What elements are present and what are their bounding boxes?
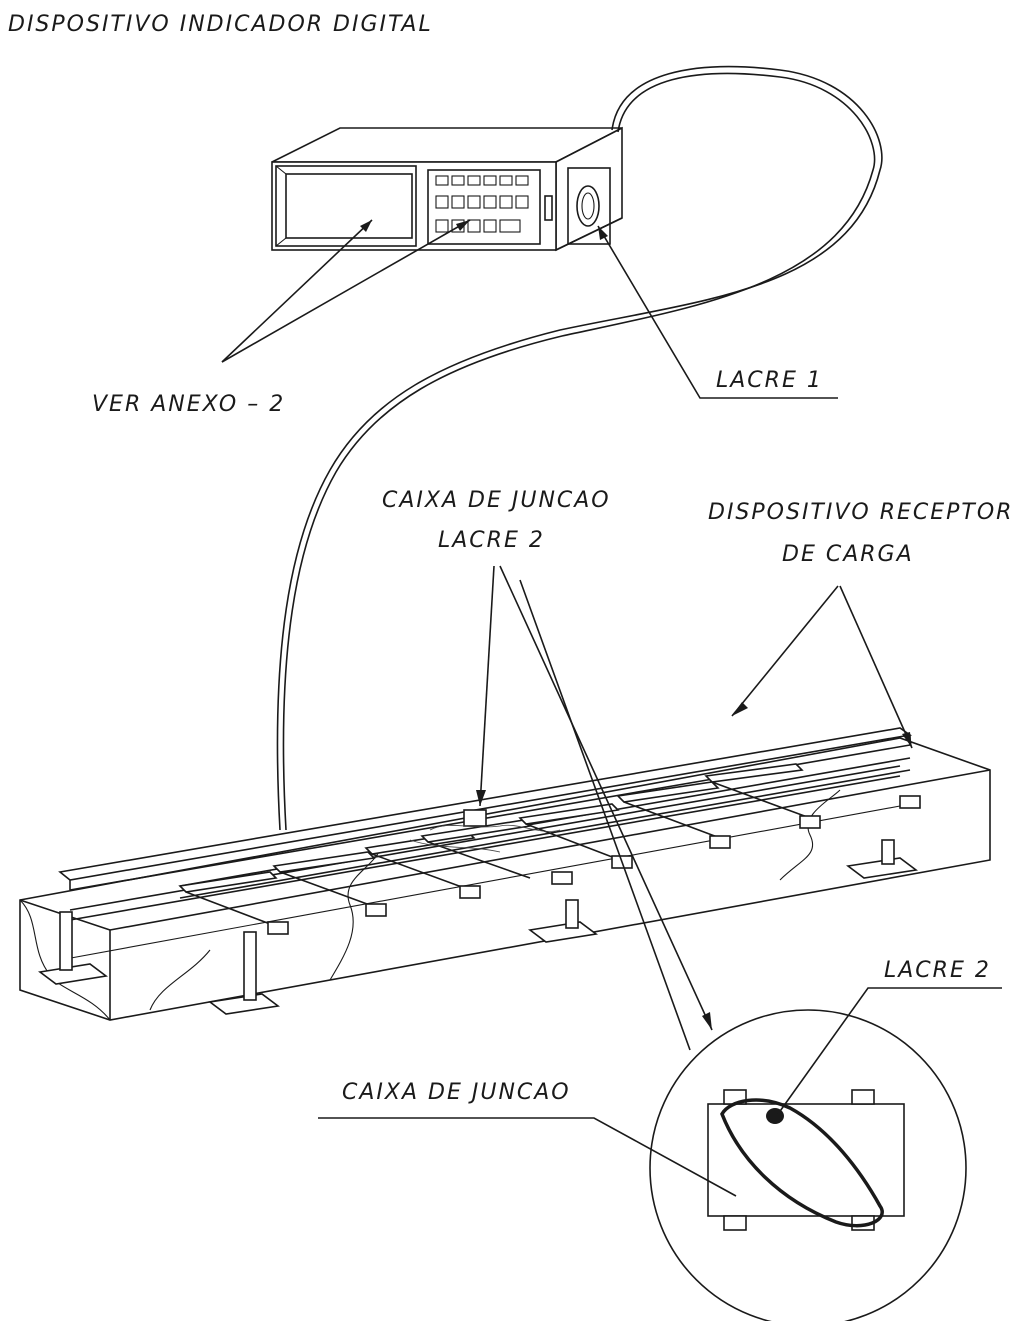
annex-leader-display bbox=[221, 219, 373, 363]
junction-box-detail-label: CAIXA DE JUNCAO bbox=[342, 1080, 571, 1105]
cable bbox=[276, 65, 883, 831]
seal-2-wire bbox=[720, 1098, 884, 1228]
load-cells bbox=[38, 839, 919, 1015]
receptor-leader-1 bbox=[731, 585, 839, 717]
seal-2-detail-label: LACRE 2 bbox=[884, 958, 991, 983]
display-screen bbox=[285, 173, 413, 239]
load-receptor-label-line1: DISPOSITIVO RECEPTOR bbox=[708, 500, 1014, 525]
junction-box-on-platform bbox=[463, 809, 487, 827]
receptor-leader-2 bbox=[839, 585, 913, 749]
seal-1-label: LACRE 1 bbox=[716, 368, 823, 393]
seal-1-connector bbox=[576, 185, 600, 227]
junction-detail-leader bbox=[318, 1117, 737, 1197]
junction-leader-detail-1 bbox=[499, 565, 713, 1031]
indicator-title: DISPOSITIVO INDICADOR DIGITAL bbox=[8, 12, 433, 37]
seal-2-detail-leader bbox=[777, 987, 1002, 1115]
keypad-keys bbox=[435, 175, 529, 233]
see-annex-label: VER ANEXO – 2 bbox=[92, 392, 286, 417]
junction-leader-detail-2 bbox=[519, 579, 691, 1051]
load-receptor-platform bbox=[19, 727, 991, 1021]
junction-box-detail bbox=[649, 1009, 967, 1321]
seal-2-label: LACRE 2 bbox=[438, 528, 545, 553]
seal-1-leader bbox=[597, 225, 838, 399]
cross-beams bbox=[178, 763, 811, 931]
junction-leader-box bbox=[479, 565, 495, 807]
load-receptor-label-line2: DE CARGA bbox=[782, 542, 914, 567]
keypad bbox=[427, 169, 541, 245]
junction-box-label: CAIXA DE JUNCAO bbox=[382, 488, 611, 513]
digital-indicator-device bbox=[271, 126, 623, 252]
annex-leader-keypad bbox=[221, 219, 471, 363]
